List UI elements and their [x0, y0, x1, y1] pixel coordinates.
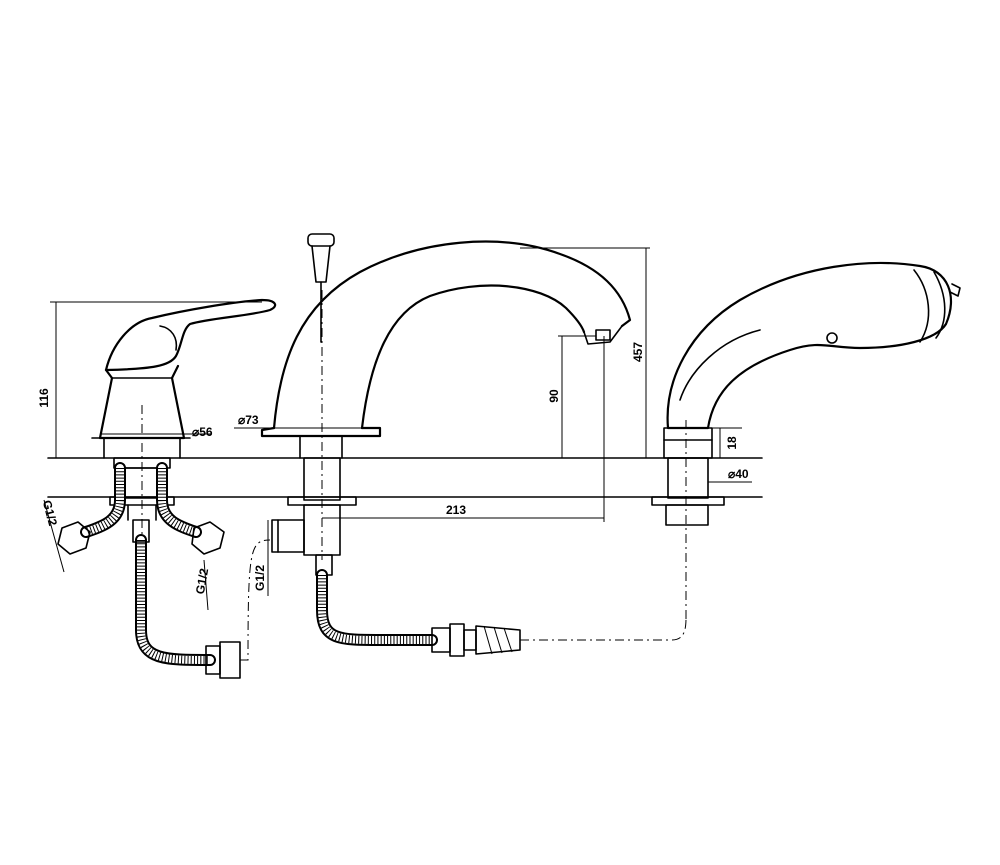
spout [260, 233, 632, 576]
dim-shower-holder-diameter: ⌀40 [728, 467, 749, 481]
dimension-lines [43, 247, 752, 611]
dim-mixer-diameter: ⌀56 [192, 425, 213, 439]
thread-inlet-left: G1/2 [40, 499, 60, 528]
thread-inlet-right: G1/2 [193, 567, 211, 595]
inlet-hoses [57, 462, 241, 679]
dim-mixer-height: 116 [37, 388, 51, 408]
dim-total-height: 457 [631, 342, 645, 362]
deck-surface [47, 457, 763, 498]
center-lines [141, 290, 687, 620]
dim-spout-reach: 213 [446, 503, 466, 517]
dim-shower-holder-height: 18 [725, 436, 739, 450]
thread-diverter-outlet: G1/2 [253, 565, 267, 591]
dim-spout-diameter: ⌀73 [238, 413, 259, 427]
shower-hose [240, 539, 687, 661]
hand-shower [651, 261, 961, 526]
dim-spout-clearance: 90 [547, 389, 561, 403]
